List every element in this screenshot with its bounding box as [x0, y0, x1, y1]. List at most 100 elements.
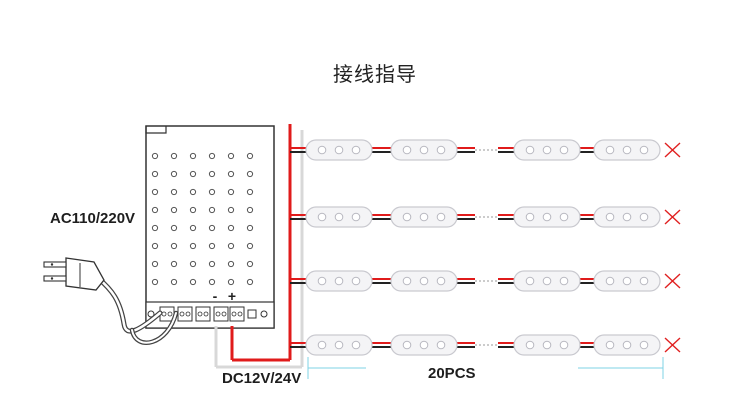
led-strings [290, 139, 681, 356]
ground-screw [147, 310, 155, 318]
vent-hole [151, 188, 159, 196]
led-chip [436, 212, 446, 222]
vent-hole [246, 242, 254, 250]
terminal [195, 306, 211, 322]
led-chip [402, 276, 412, 286]
indicator-led [260, 310, 268, 318]
terminal-plus-label: + [228, 288, 236, 304]
vent-hole [246, 188, 254, 196]
terminal-screw [179, 311, 185, 317]
vent-hole [151, 278, 159, 286]
count-label: 20PCS [428, 365, 476, 382]
vent-hole [246, 278, 254, 286]
vent-hole [189, 242, 197, 250]
vent-hole [189, 170, 197, 178]
vent-hole [227, 260, 235, 268]
x-mark-icon [664, 273, 681, 289]
led-chip [351, 145, 361, 155]
vent-hole [189, 224, 197, 232]
output-voltage-label: DC12V/24V [222, 370, 302, 387]
led-chip [605, 145, 615, 155]
led-chip [605, 340, 615, 350]
led-chip [622, 145, 632, 155]
terminal-minus [213, 306, 229, 322]
led-chip [525, 340, 535, 350]
led-chip [639, 340, 649, 350]
vent-hole [227, 170, 235, 178]
vent-hole [151, 224, 159, 232]
vent-hole [227, 152, 235, 160]
vent-hole [151, 152, 159, 160]
led-chip [542, 212, 552, 222]
vent-hole [208, 206, 216, 214]
led-chip [317, 340, 327, 350]
vent-hole [208, 170, 216, 178]
vent-hole [227, 188, 235, 196]
vent-hole [151, 206, 159, 214]
vent-hole [170, 170, 178, 178]
led-chip [542, 340, 552, 350]
led-chip [639, 145, 649, 155]
led-chip [402, 145, 412, 155]
vent-hole [151, 170, 159, 178]
led-chip [639, 212, 649, 222]
led-chip [317, 145, 327, 155]
led-chip [605, 212, 615, 222]
vent-hole [170, 224, 178, 232]
terminal-screw [203, 311, 209, 317]
led-chip [559, 212, 569, 222]
input-voltage-label: AC110/220V [50, 210, 136, 227]
terminal-screw [197, 311, 203, 317]
terminal-plus [229, 306, 245, 322]
led-chip [622, 340, 632, 350]
output-wires [214, 124, 304, 369]
adjust-pot [247, 309, 257, 319]
vent-hole [246, 170, 254, 178]
led-chip [622, 212, 632, 222]
x-mark-icon [664, 209, 681, 225]
terminal-screw [185, 311, 191, 317]
led-chip [351, 276, 361, 286]
vent-hole [151, 260, 159, 268]
led-chip [525, 276, 535, 286]
vent-hole [208, 188, 216, 196]
vent-hole [246, 152, 254, 160]
led-chip [334, 340, 344, 350]
power-plug-icon [43, 257, 179, 345]
power-supply: - + [145, 125, 275, 329]
led-chip [605, 276, 615, 286]
terminal-screw [215, 311, 221, 317]
vent-hole [189, 260, 197, 268]
x-mark-icon [664, 337, 681, 353]
led-chip [402, 340, 412, 350]
led-chip [334, 276, 344, 286]
vent-hole [189, 206, 197, 214]
led-chip [436, 145, 446, 155]
led-chip [334, 145, 344, 155]
led-chip [317, 276, 327, 286]
vent-hole [227, 242, 235, 250]
vent-hole [227, 224, 235, 232]
vent-hole [208, 242, 216, 250]
dimension-lines [307, 357, 664, 379]
terminal-screw [167, 311, 173, 317]
led-chip [436, 276, 446, 286]
led-chip [419, 340, 429, 350]
led-chip [559, 276, 569, 286]
terminal-minus-label: - [213, 288, 218, 304]
led-chip [525, 212, 535, 222]
vent-hole [208, 152, 216, 160]
vent-hole [170, 206, 178, 214]
vent-hole [151, 242, 159, 250]
led-chip [351, 212, 361, 222]
led-chip [419, 212, 429, 222]
vent-hole [227, 206, 235, 214]
vent-hole [189, 152, 197, 160]
led-string-row [290, 206, 681, 228]
led-string-row [290, 270, 681, 292]
led-chip [436, 340, 446, 350]
led-chip [334, 212, 344, 222]
vent-hole [208, 224, 216, 232]
led-chip [402, 212, 412, 222]
